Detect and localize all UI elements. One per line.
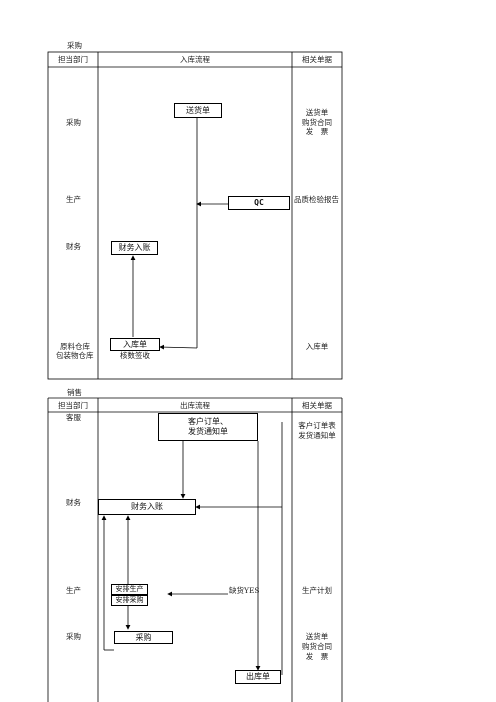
- arrange-production-node: 安排生产: [111, 584, 148, 595]
- section1-doc-delivery: 送货单: [305, 108, 329, 117]
- section1-dept-raw-warehouse: 原料仓库: [60, 342, 90, 351]
- section2-header-docs: 相关单据: [302, 401, 332, 410]
- section1-doc-receipt: 入库单: [305, 342, 329, 351]
- section1-dept-purchasing: 采购: [66, 118, 81, 127]
- finance-entry-node-2: 财务入账: [98, 499, 196, 515]
- section2-dept-service: 客服: [66, 413, 81, 422]
- section1-header-docs: 相关单据: [302, 55, 332, 64]
- outbound-node: 出库单: [235, 670, 281, 684]
- section2-header-flow: 出库流程: [180, 401, 210, 410]
- section1-doc-qc-report: 品质检验报告: [294, 195, 339, 204]
- customer-order-line2: 发货通知单: [188, 427, 228, 436]
- section2-doc-delivery-notice: 发货通知单: [298, 431, 336, 440]
- section1-dept-packaging-warehouse: 包装物仓库: [56, 351, 94, 360]
- warehouse-receipt-node: 入库单: [110, 338, 160, 351]
- delivery-note-node: 送货单: [174, 103, 222, 118]
- section1-doc-contract: 购货合同: [302, 118, 332, 127]
- shortage-label: 缺货YES: [229, 586, 260, 595]
- section1-header-flow: 入库流程: [180, 55, 210, 64]
- section2-doc-order-form: 客户订单表: [298, 421, 336, 430]
- section2-dept-purchasing: 采购: [66, 632, 81, 641]
- section2-dept-finance: 财务: [66, 498, 81, 507]
- section2-doc-contract: 购货合同: [302, 642, 332, 651]
- section1-header-dept: 担当部门: [58, 55, 88, 64]
- customer-order-node: 客户订单、 发货通知单: [158, 413, 258, 441]
- section2-doc-invoice: 发 票: [305, 652, 329, 661]
- finance-entry-node: 财务入账: [111, 241, 158, 255]
- check-sign-label: 核数签收: [120, 351, 150, 360]
- section1-dept-finance: 财务: [66, 242, 81, 251]
- section2-dept-production: 生产: [66, 586, 81, 595]
- section2-header-dept: 担当部门: [58, 401, 88, 410]
- customer-order-line1: 客户订单、: [188, 417, 228, 426]
- qc-node: QC: [228, 196, 290, 210]
- section2-doc-production-plan: 生产计划: [302, 586, 332, 595]
- section1-title: 采购: [67, 41, 82, 50]
- section1-dept-production: 生产: [66, 195, 81, 204]
- section2-doc-delivery: 送货单: [305, 632, 329, 641]
- arrange-purchase-node: 安排采购: [111, 595, 148, 606]
- purchase-node: 采购: [114, 631, 173, 644]
- section1-doc-invoice: 发 票: [305, 127, 329, 136]
- section2-title: 销售: [67, 388, 82, 397]
